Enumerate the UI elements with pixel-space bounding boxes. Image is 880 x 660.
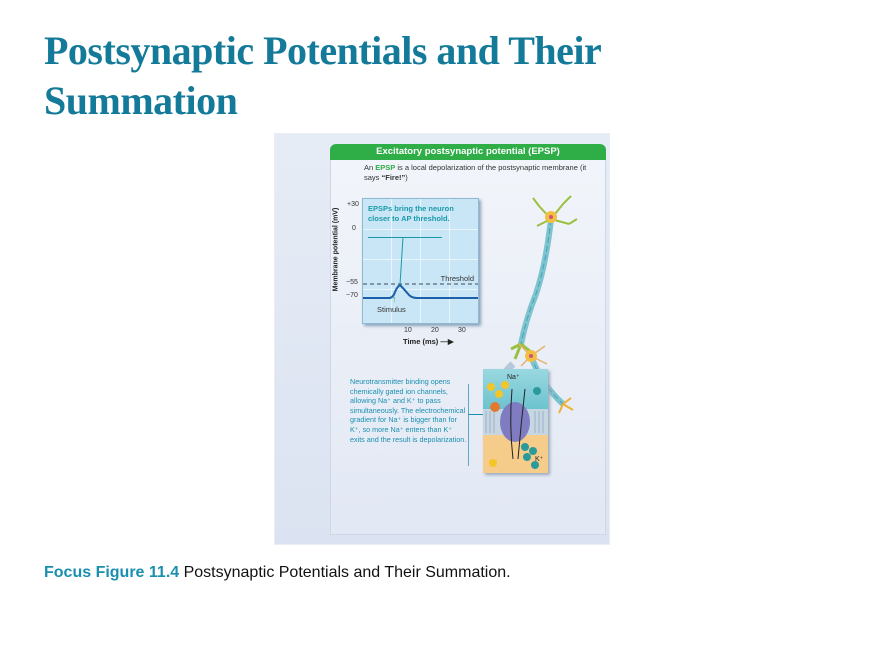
note-underline [368,237,442,238]
caption-text: Postsynaptic Potentials and Their Summat… [179,564,511,581]
desc-bold: “Fire!” [381,173,406,182]
membrane-potential-graph: EPSPs bring the neuron closer to AP thre… [362,198,479,324]
stimulus-arrow-icon: ↑ [392,294,397,304]
x-axis-title: Time (ms) —▶ [403,337,454,346]
desc-suffix: ) [405,173,408,182]
y-tick-minus55: −55 [346,279,358,286]
figure-caption: Focus Figure 11.4 Postsynaptic Potential… [44,564,511,582]
na-label: Na⁺ [507,374,520,381]
desc-middle: is a local depolarization of the postsyn… [364,163,587,182]
slide-title: Postsynaptic Potentials and Their Summat… [44,28,601,123]
panel-header: Excitatory postsynaptic potential (EPSP) [330,144,606,160]
k-label: K⁺ [535,456,544,463]
epsp-panel: Excitatory postsynaptic potential (EPSP)… [330,144,606,535]
epsp-figure: Excitatory postsynaptic potential (EPSP)… [275,134,609,544]
desc-prefix: An [364,163,376,172]
callout-bracket [468,384,469,466]
epsp-trace-icon [363,236,478,299]
ion-channel-icon: Na⁺ K⁺ [483,369,548,473]
graph-note: EPSPs bring the neuron closer to AP thre… [368,204,454,223]
x-tick-30: 30 [458,327,466,334]
x-tick-20: 20 [431,327,439,334]
caption-lead: Focus Figure 11.4 [44,564,180,581]
stimulus-label: Stimulus [377,305,406,314]
callout-text: Neurotransmitter binding opens chemicall… [350,377,467,444]
desc-highlight: EPSP [375,163,396,172]
y-tick-minus70: −70 [346,292,358,299]
x-tick-10: 10 [404,327,412,334]
ion-channel-diagram: Na⁺ K⁺ [483,369,548,473]
threshold-label: Threshold [440,274,474,283]
panel-description: An EPSP is a local depolarization of the… [364,163,594,183]
y-tick-0: 0 [352,225,356,232]
y-tick-plus30: +30 [347,201,359,208]
y-axis-title: Membrane potential (mV) [332,207,340,292]
